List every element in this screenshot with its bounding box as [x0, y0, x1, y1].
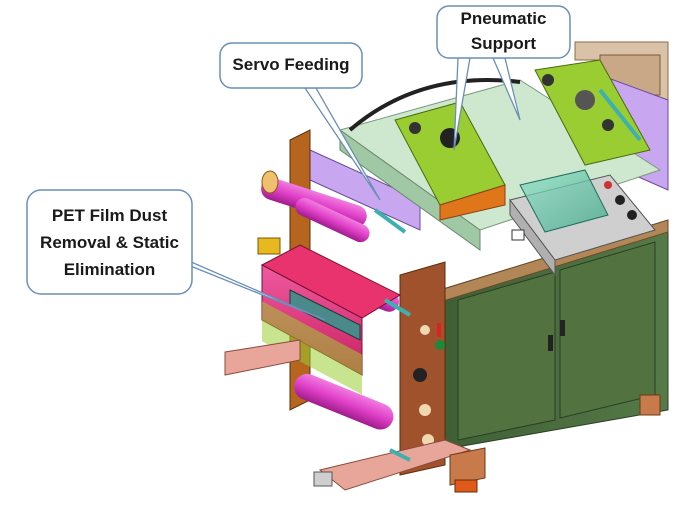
callout-bubble-pneumatic — [436, 5, 571, 59]
callout-bubble-servo — [219, 42, 363, 89]
control-box — [509, 169, 656, 277]
teal-guide-bars — [373, 88, 642, 462]
pet-film-label: PET Film Dust Removal & Static Eliminati… — [27, 202, 192, 283]
lower-tray — [224, 339, 661, 493]
pneumatic-line-2: Support — [470, 34, 537, 53]
pneumatic-line-1: Pneumatic — [460, 9, 547, 28]
pneumatic-support-label: Pneumatic Support — [437, 6, 570, 56]
callout-bubble-pet — [26, 189, 193, 295]
pet-line-1: PET Film Dust — [51, 206, 168, 225]
yellow-block — [257, 237, 281, 255]
pet-line-2: Removal & Static — [40, 233, 179, 252]
servo-feeding-text: Servo Feeding — [232, 55, 350, 74]
dust-removal-box — [260, 244, 402, 395]
pet-line-3: Elimination — [63, 260, 156, 279]
servo-feeding-label: Servo Feeding — [220, 52, 362, 78]
callout-leaders — [174, 57, 521, 321]
